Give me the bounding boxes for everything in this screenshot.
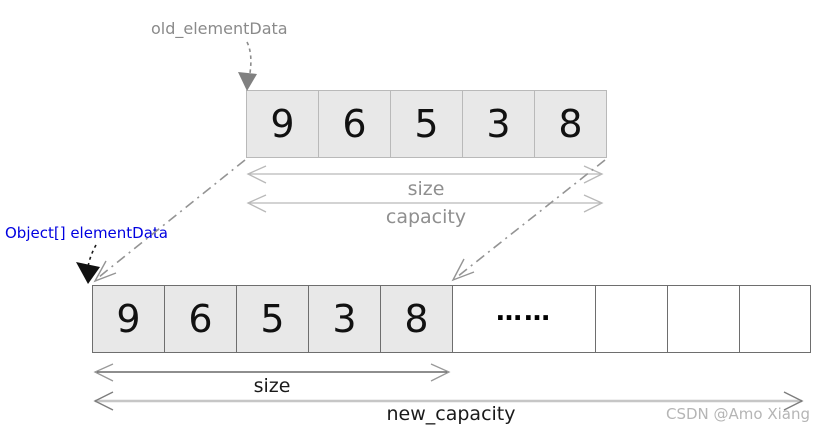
new-array-ellipsis-cell: …… bbox=[452, 285, 596, 353]
ellipsis-text: …… bbox=[496, 297, 552, 327]
new-array-cell: 3 bbox=[308, 285, 381, 353]
new-array-empty-cell bbox=[739, 285, 811, 353]
old-array-cell: 8 bbox=[534, 90, 607, 158]
left-copy-mapping-line bbox=[93, 159, 246, 283]
new-array-empty-cell bbox=[595, 285, 668, 353]
new-array-cell: 8 bbox=[380, 285, 453, 353]
new-pointer-arrow bbox=[76, 244, 100, 284]
old-array: 9 6 5 3 8 bbox=[246, 90, 607, 158]
old-pointer-arrow bbox=[238, 41, 257, 91]
old-array-cell: 9 bbox=[246, 90, 319, 158]
new-array-cell: 9 bbox=[92, 285, 165, 353]
new-array-cell: 6 bbox=[164, 285, 237, 353]
old-array-cell: 6 bbox=[318, 90, 391, 158]
size-label-bottom: size bbox=[253, 375, 291, 397]
new-array: 9 6 5 3 8 …… bbox=[92, 285, 811, 353]
csdn-watermark: CSDN @Amo Xiang bbox=[665, 405, 810, 423]
elementdata-reference-label: Object[] elementData bbox=[5, 224, 168, 242]
new-capacity-label: new_capacity bbox=[386, 403, 516, 425]
size-label-top: size bbox=[407, 178, 445, 200]
new-array-empty-cell bbox=[667, 285, 740, 353]
capacity-label: capacity bbox=[385, 206, 467, 228]
new-array-cell: 5 bbox=[236, 285, 309, 353]
old-elementdata-label: old_elementData bbox=[151, 19, 288, 38]
old-array-cell: 3 bbox=[462, 90, 535, 158]
old-array-cell: 5 bbox=[390, 90, 463, 158]
